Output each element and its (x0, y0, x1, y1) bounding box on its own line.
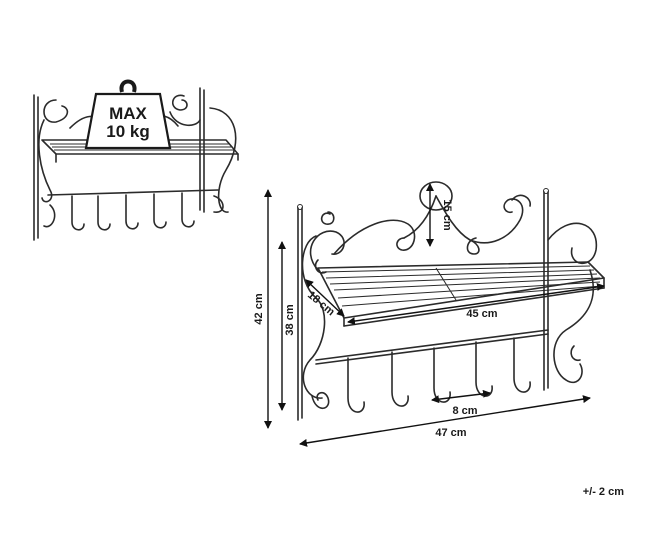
dimension-arrow-icon (299, 395, 591, 447)
total-width-label: 47 cm (435, 427, 466, 439)
small-rack-illustration (33, 87, 239, 241)
weight-limit-line2: 10 kg (106, 122, 149, 141)
weight-icon (84, 79, 172, 150)
tolerance-note: +/- 2 cm (583, 486, 624, 498)
dimension-arrows (264, 183, 605, 447)
shelf-width-label: 45 cm (466, 308, 497, 320)
dimension-arrow-icon (347, 283, 605, 325)
weight-limit-line1: MAX (109, 104, 147, 123)
dimension-arrow-icon (431, 389, 491, 404)
dimension-arrow-icon (305, 279, 345, 317)
body-height-label: 38 cm (284, 304, 296, 335)
total-height-label: 42 cm (253, 293, 265, 324)
crest-height-label: 15 cm (441, 199, 453, 230)
hook-spacing-label: 8 cm (452, 405, 477, 417)
